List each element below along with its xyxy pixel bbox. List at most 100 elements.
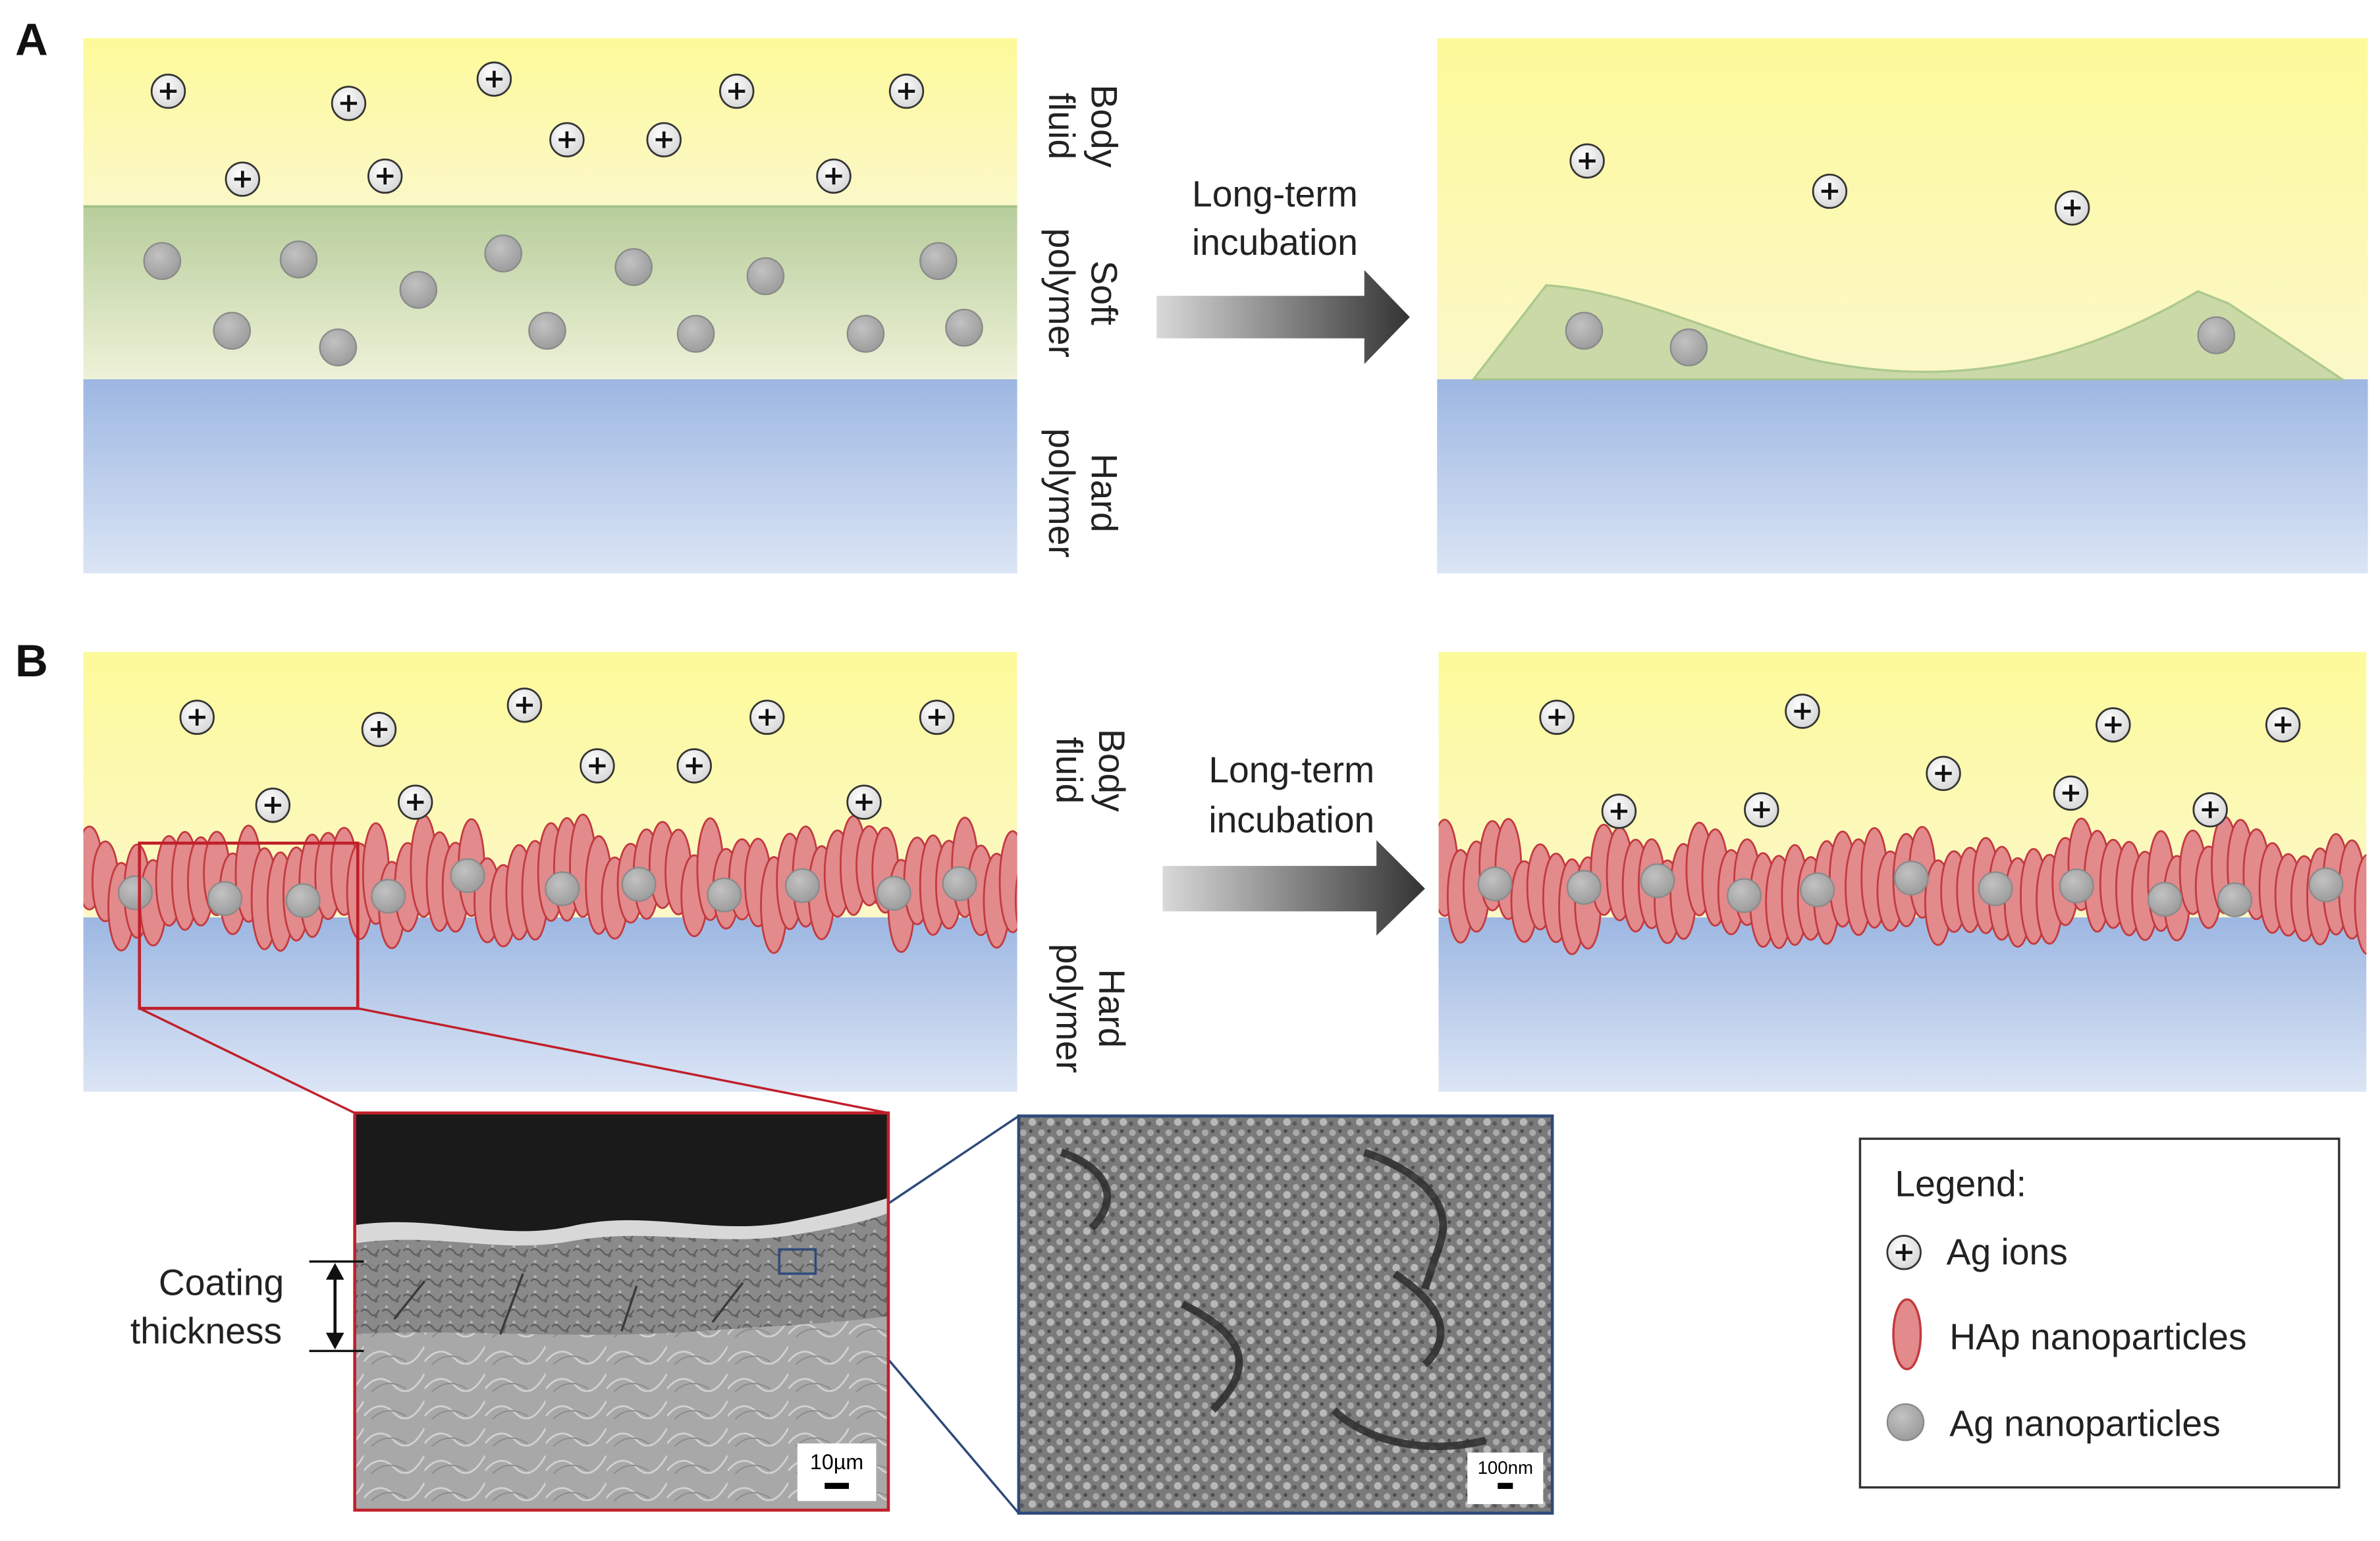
zoom-connector-red [139,1007,356,1114]
ag-ion-icon [367,158,403,194]
ag-nanoparticle-icon [528,311,566,350]
layer-label-soft-polymer-a: Soft polymer [1041,228,1124,357]
ag-nanoparticle-icon [1565,311,1604,350]
ag-nanoparticle-icon [942,866,977,902]
ag-nanoparticles-group [1565,311,2236,367]
ag-ion-icon [2096,707,2131,743]
layer-label-line: polymer [1041,228,1082,357]
panel-b-after [1438,652,2367,1092]
process-label-line: incubation [1208,799,1374,840]
ag-ion-icon [846,784,882,820]
panel-b-before [83,652,1017,1092]
ag-ions-group [179,688,955,823]
ag-ion-icon [2055,190,2090,226]
layer-label-body-fluid-b: Body fluid [1048,729,1131,812]
ag-ion-icon [361,711,397,747]
scale-bar-box [1467,1452,1544,1504]
arrow-up-icon [325,1262,344,1280]
layer-label-line: polymer [1041,428,1082,557]
ag-ion-icon [225,161,261,197]
scale-bar-label: 10µm [810,1450,863,1474]
legend-box [1858,1137,2340,1489]
ag-nanoparticle-icon [2197,316,2236,354]
ag-ion-icon [1539,699,1575,735]
scale-bar [825,1482,850,1489]
ag-ion-icon [506,688,543,723]
ag-ion-icon [150,73,186,109]
ag-nanoparticle-icon [319,328,358,367]
legend-label-hap: HAp nanoparticles [1949,1316,2246,1357]
ag-ion-icon [919,699,955,735]
ag-ion-icon [1812,173,1848,209]
zoom-region-box [138,841,360,1010]
ag-nanoparticle-icon [1727,878,1762,913]
legend-label-ag-nanoparticles: Ag nanoparticles [1949,1403,2220,1444]
hap-nanoparticle-icon [1892,1298,1922,1370]
ag-nanoparticle-icon [118,875,153,911]
ag-ion-icon [676,748,712,784]
process-label-line: Long-term [1192,173,1358,214]
zoom-region-box-small [778,1248,817,1275]
layer-label-body-fluid-a: Body fluid [1041,85,1124,168]
arrow-down-icon [325,1332,344,1350]
hap-coating [1438,815,2367,956]
layer-label-line: fluid [1041,93,1082,159]
ag-nanoparticle-icon [614,248,653,286]
hap-nanoparticle-icon [998,830,1017,933]
hard-polymer-layer [83,917,1017,1092]
layer-label-line: Hard [1083,454,1124,533]
hap-nanoparticle-icon [2354,853,2367,956]
ag-nanoparticle-icon [945,308,983,347]
ag-ion-icon [1886,1235,1922,1270]
ag-nanoparticle-icon [143,242,182,281]
ag-ion-icon [2192,792,2228,828]
body-fluid-layer [83,38,1017,207]
panel-label-b: B [15,635,48,686]
ag-nanoparticle-icon [676,315,715,353]
ag-nanoparticle-icon [1893,860,1929,896]
ag-nanoparticle-icon [399,271,438,309]
hard-polymer-layer [1438,917,2367,1092]
ag-ion-icon [255,788,291,823]
scale-bar-box [797,1443,877,1501]
ag-ion-icon [888,73,925,109]
ag-ion-icon [646,122,682,157]
panel-a-before [83,38,1017,574]
ag-nanoparticle-icon [450,858,485,894]
ag-ion-icon [2265,707,2301,743]
ag-nanoparticle-icon [1669,328,1708,367]
process-arrow-b: Long-term incubation [1162,749,1425,936]
ag-nanoparticle-icon [484,234,523,273]
layer-label-line: Body [1083,85,1124,168]
ag-nanoparticle-icon [207,880,242,916]
ag-nanoparticles-group [143,234,983,367]
panel-a-after [1437,38,2368,574]
ag-nanoparticle-icon [746,257,785,296]
sem-cross-section-image: 10µm [353,1111,890,1512]
panel-label-a: A [15,13,48,65]
process-label-line: Long-term [1208,749,1374,790]
process-arrow-a: Long-term incubation [1156,173,1410,364]
layer-label-line: Hard [1091,969,1132,1048]
ag-nanoparticle-icon [279,240,318,279]
ag-ion-icon [331,86,367,121]
ag-ion-icon [749,699,785,735]
ag-nanoparticle-icon [2308,867,2344,903]
hard-polymer-layer [1437,379,2368,574]
ag-nanoparticle-icon [846,315,885,353]
ag-nanoparticle-icon [621,867,657,902]
ag-ion-icon [1926,755,1961,792]
ag-nanoparticle-icon [707,877,742,913]
layer-label-line: Body [1091,729,1132,812]
layer-label-line: polymer [1048,944,1089,1073]
ag-nanoparticle-icon [2217,882,2253,917]
ag-ion-icon [1785,693,1820,729]
ag-ion-icon [719,73,755,109]
ag-ions-group [1569,143,2090,226]
layer-label-hard-polymer-a: Hard polymer [1041,428,1124,557]
ag-ion-icon [179,699,215,735]
arrow-icon [1156,270,1410,364]
hard-polymer-layer [83,379,1017,574]
ag-nanoparticle-icon [1566,870,1602,905]
